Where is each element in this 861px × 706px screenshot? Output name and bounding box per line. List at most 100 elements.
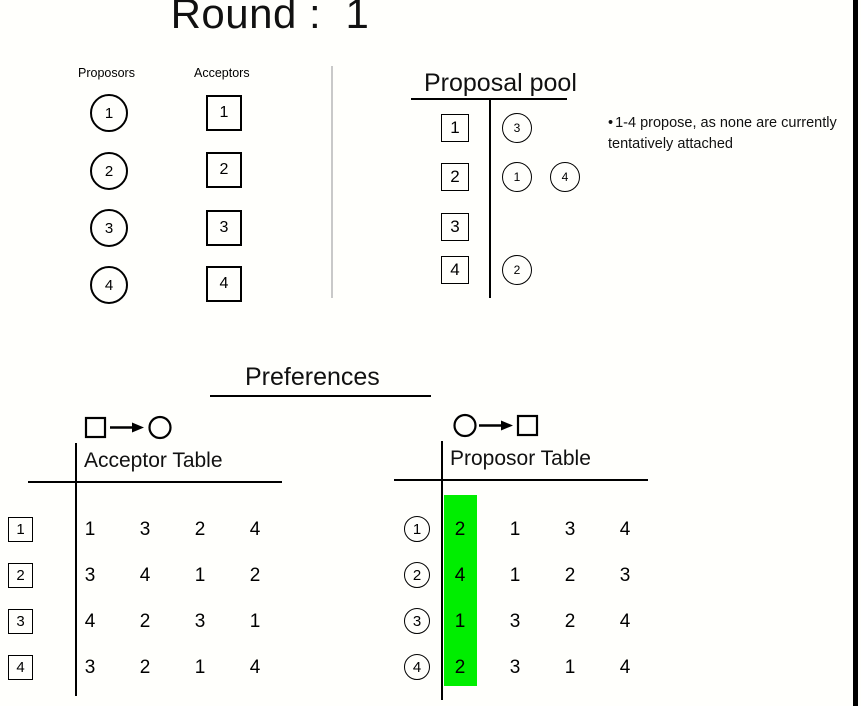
proposor-pref-cell: 3 [509,611,521,632]
acceptor-table-row-label[interactable]: 4 [8,655,33,680]
acceptor-table-legend [84,414,180,445]
acceptor-pref-cell: 4 [84,611,96,632]
proposor-node-label: 3 [104,219,114,237]
pool-acceptor-4[interactable]: 4 [441,256,469,284]
proposor-pref-cell: 4 [454,565,466,586]
row-label-text: 4 [412,658,422,676]
proposor-node-1[interactable]: 1 [90,94,128,132]
acceptor-table-header-rule [28,481,282,483]
acceptor-pref-cell: 2 [139,657,151,678]
pool-proposer-label: 4 [561,170,569,184]
acceptor-pref-cell: 2 [249,565,261,586]
proposor-pref-cell: 4 [619,519,631,540]
proposor-pref-cell: 2 [564,611,576,632]
proposor-table-row-label[interactable]: 2 [404,562,430,588]
pool-proposer-label: 1 [513,170,521,184]
proposor-node-label: 4 [104,276,114,294]
acceptor-pref-cell: 1 [249,611,261,632]
acceptor-table-divider-vertical [75,443,77,696]
acceptor-pref-cell: 1 [194,565,206,586]
proposal-pool-divider-vertical [489,98,491,298]
acceptor-pref-cell: 4 [249,519,261,540]
proposor-table-divider-vertical [441,441,443,700]
explanatory-note: •1-4 propose, as none are currently tent… [608,113,843,155]
pool-proposer-chip[interactable]: 1 [502,162,532,192]
acceptor-table-heading: Acceptor Table [84,449,223,472]
proposor-pref-cell: 3 [564,519,576,540]
section-divider-vertical [331,66,333,298]
proposor-pref-cell: 3 [509,657,521,678]
acceptor-node-3[interactable]: 3 [206,210,242,246]
proposor-table-heading: Proposor Table [450,447,591,470]
acceptor-table-row-label[interactable]: 3 [8,609,33,634]
pool-acceptor-label: 1 [450,118,460,137]
square-to-circle-icon [84,415,172,440]
proposor-table-row-label[interactable]: 3 [404,608,430,634]
proposor-node-label: 1 [104,104,114,122]
pool-proposer-chip[interactable]: 3 [502,113,532,143]
acceptor-pref-cell: 1 [84,519,96,540]
preferences-heading: Preferences [245,363,380,391]
pool-acceptor-1[interactable]: 1 [441,114,469,142]
page-title: Round : 1 [170,0,370,37]
row-label-text: 3 [16,613,25,630]
proposor-pref-cell: 3 [619,565,631,586]
acceptor-node-label: 3 [219,219,229,236]
acceptor-node-label: 1 [219,104,229,121]
pool-proposer-chip[interactable]: 2 [502,255,532,285]
proposor-pref-cell: 1 [509,519,521,540]
proposor-node-label: 2 [104,162,114,180]
acceptor-node-4[interactable]: 4 [206,266,242,302]
bullet-glyph: • [608,115,614,131]
acceptor-pref-cell: 1 [194,657,206,678]
proposor-node-4[interactable]: 4 [90,266,128,304]
pool-proposer-label: 3 [513,121,521,135]
pool-proposer-chip[interactable]: 4 [550,162,580,192]
pool-acceptor-label: 3 [450,217,460,236]
acceptor-pref-cell: 2 [139,611,151,632]
acceptor-node-2[interactable]: 2 [206,152,242,188]
proposor-node-3[interactable]: 3 [90,209,128,247]
pool-acceptor-label: 2 [450,167,460,186]
acceptors-column-label: Acceptors [194,66,250,80]
proposors-column-label: Proposors [78,66,135,80]
proposor-pref-cell: 4 [619,611,631,632]
proposor-pref-cell: 4 [619,657,631,678]
proposor-pref-cell: 1 [454,611,466,632]
circle-to-square-icon [453,413,539,438]
acceptor-pref-cell: 3 [194,611,206,632]
proposor-table-legend [452,412,548,443]
row-label-text: 3 [412,612,422,630]
pool-acceptor-3[interactable]: 3 [441,213,469,241]
proposor-table-header-rule [394,479,648,481]
pool-acceptor-label: 4 [450,260,460,279]
acceptor-node-label: 4 [219,275,229,292]
acceptor-pref-cell: 4 [249,657,261,678]
acceptor-table-row-label[interactable]: 2 [8,563,33,588]
acceptor-pref-cell: 3 [84,657,96,678]
acceptor-node-label: 2 [219,161,229,178]
row-label-text: 2 [16,567,25,584]
row-label-text: 4 [16,659,25,676]
pool-proposer-label: 2 [513,263,521,277]
acceptor-pref-cell: 2 [194,519,206,540]
row-label-text: 2 [412,566,422,584]
proposor-pref-cell: 1 [509,565,521,586]
pool-acceptor-2[interactable]: 2 [441,163,469,191]
acceptor-pref-cell: 3 [84,565,96,586]
proposor-node-2[interactable]: 2 [90,152,128,190]
proposor-pref-cell: 2 [564,565,576,586]
explanatory-note-text: 1-4 propose, as none are currently tenta… [608,115,837,152]
proposor-pref-cell: 2 [454,657,466,678]
proposor-pref-cell: 2 [454,519,466,540]
acceptor-table-row-label[interactable]: 1 [8,517,33,542]
acceptor-pref-cell: 4 [139,565,151,586]
acceptor-pref-cell: 3 [139,519,151,540]
proposor-table-row-label[interactable]: 4 [404,654,430,680]
preferences-heading-rule [210,395,431,397]
first-choice-highlight [444,495,477,686]
acceptor-node-1[interactable]: 1 [206,95,242,131]
row-label-text: 1 [16,521,25,538]
proposor-table-row-label[interactable]: 1 [404,516,430,542]
